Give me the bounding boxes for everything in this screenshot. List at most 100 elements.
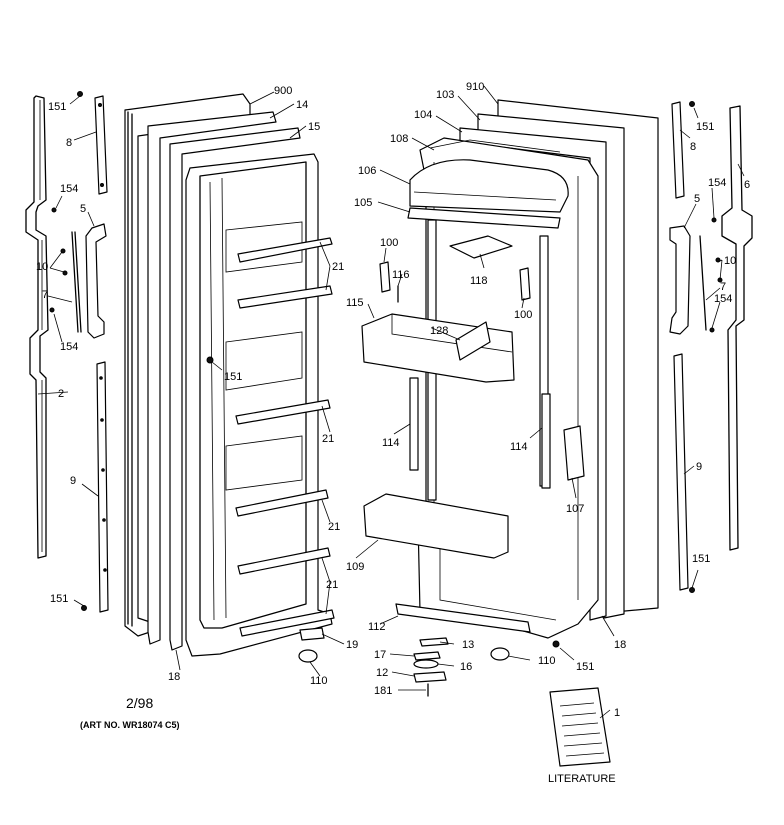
label-154-r2: 154 [714,293,732,305]
right-door-trim-parts [669,101,753,593]
label-151-door: 151 [224,371,242,383]
screw-151-door [206,356,214,364]
trim-strip-6 [721,105,753,551]
label-9-r: 9 [696,461,702,473]
label-8-r: 8 [690,141,696,153]
label-107: 107 [566,503,584,515]
label-118: 118 [470,275,488,287]
label-108: 108 [390,133,408,145]
bracket-100-left [379,261,391,293]
label-910: 910 [466,81,484,93]
label-100-l: 100 [380,237,398,249]
screw-154-top [51,207,57,213]
label-21-c: 21 [328,521,340,533]
label-181: 181 [374,685,392,697]
handle-5-left [85,223,107,339]
grille-112 [395,603,531,633]
label-6: 6 [744,179,750,191]
label-151-tl: 151 [48,101,66,113]
label-106: 106 [358,165,376,177]
bracket-8-left [94,95,108,195]
label-10-l: 10 [36,261,48,273]
inner-door-liner [185,153,333,657]
label-103: 103 [436,89,454,101]
fresh-food-case-assembly [361,99,659,697]
label-151-tr: 151 [696,121,714,133]
label-151-bl: 151 [50,593,68,605]
bushing-17 [413,651,441,661]
literature-booklet [549,687,611,767]
label-21-a: 21 [332,261,344,273]
label-21-b: 21 [322,433,334,445]
leader-lines [37,85,745,719]
screw-151-top-left [77,91,83,97]
label-9-l: 9 [70,475,76,487]
footer-date: 2/98 [126,695,153,711]
bracket-12 [413,671,447,683]
label-116: 116 [392,269,410,281]
label-900: 900 [274,85,292,97]
screw-151-bottom-right [689,587,695,593]
label-154-l: 154 [60,183,78,195]
door-shelf-21-a [237,237,333,263]
label-10-r: 10 [724,255,736,267]
label-21-d: 21 [326,579,338,591]
support-114-left [409,377,419,471]
label-114-r: 114 [510,441,528,453]
freezer-door-assembly [124,93,335,663]
door-shelf-21-d [237,547,331,575]
label-18-r: 18 [614,639,626,651]
label-16: 16 [460,661,472,673]
label-128: 128 [430,325,448,337]
label-12: 12 [376,667,388,679]
label-114-l: 114 [382,437,400,449]
footer-art-number: (ART NO. WR18074 C5) [80,720,180,730]
label-110-r: 110 [538,655,556,667]
strip-9-right [673,353,689,591]
label-7-l: 7 [42,289,48,301]
label-151-br: 151 [692,553,710,565]
cam-110-right [490,647,510,661]
door-panel-900 [124,93,251,637]
label-17: 17 [374,649,386,661]
left-door-trim-parts [25,91,109,613]
label-100-r: 100 [514,309,532,321]
door-shelf-21-b [235,399,331,425]
screw-151-bottom-left [81,605,87,611]
screw-151-top-right [689,101,695,107]
literature-label: LITERATURE [548,773,616,785]
label-2: 2 [58,388,64,400]
divider-128 [455,321,491,361]
handle-5-right [669,225,691,335]
screw-10-b [62,270,68,276]
label-18-l: 18 [168,671,180,683]
bracket-100-right [519,267,531,301]
label-1: 1 [614,707,620,719]
support-114-right [541,393,551,489]
door-shelf-21-c [235,489,329,517]
screw-154-bottom [49,307,55,313]
liner-15 [169,127,301,651]
trim-7-left [71,231,79,333]
label-14: 14 [296,99,308,111]
part-labels: 151 8 154 5 10 7 154 2 9 151 900 14 15 2… [36,81,750,785]
label-151-c: 151 [576,661,594,673]
washer-16 [413,659,439,669]
label-5-l: 5 [80,203,86,215]
trim-7-right [699,235,707,331]
label-13: 13 [462,639,474,651]
label-15: 15 [308,121,320,133]
label-5-r: 5 [694,193,700,205]
label-154-l2: 154 [60,341,78,353]
screw-151-case [552,640,560,648]
bracket-8-right [671,101,685,199]
shelf-105 [407,207,561,229]
label-7-r: 7 [720,281,726,293]
literature-book [549,687,611,767]
label-154-r: 154 [708,177,726,189]
strip-9-left [96,361,109,613]
control-107 [563,425,585,481]
label-110-l: 110 [310,675,328,687]
label-8-l: 8 [66,137,72,149]
